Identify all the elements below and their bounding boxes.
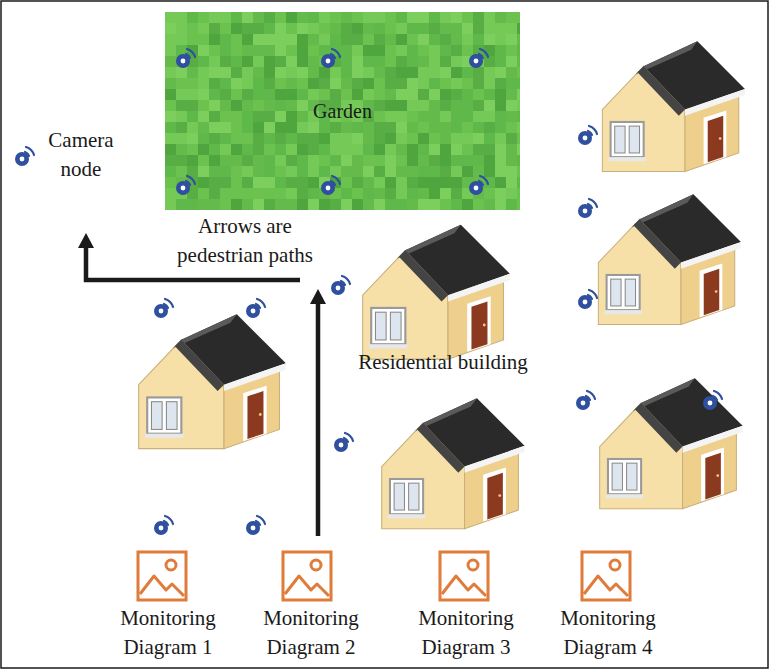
area-label: Garden (313, 100, 372, 123)
pedestrian-paths (78, 233, 326, 536)
monitoring-label: Monitoring Diagram 2 (252, 604, 370, 662)
monitoring-label: Monitoring Diagram 4 (549, 604, 667, 662)
monitoring-icons (138, 552, 630, 600)
garden-area: Garden (165, 12, 520, 210)
monitoring-label: Monitoring Diagram 3 (407, 604, 525, 662)
path-note: Arrows are pedestrian paths (159, 212, 331, 270)
camera-nodes (15, 49, 722, 535)
camera-node-label: Camera node (41, 126, 121, 184)
houses (139, 41, 745, 528)
building-label: Residential building (313, 348, 573, 377)
monitoring-label: Monitoring Diagram 1 (109, 604, 227, 662)
garden-texture (165, 12, 520, 210)
